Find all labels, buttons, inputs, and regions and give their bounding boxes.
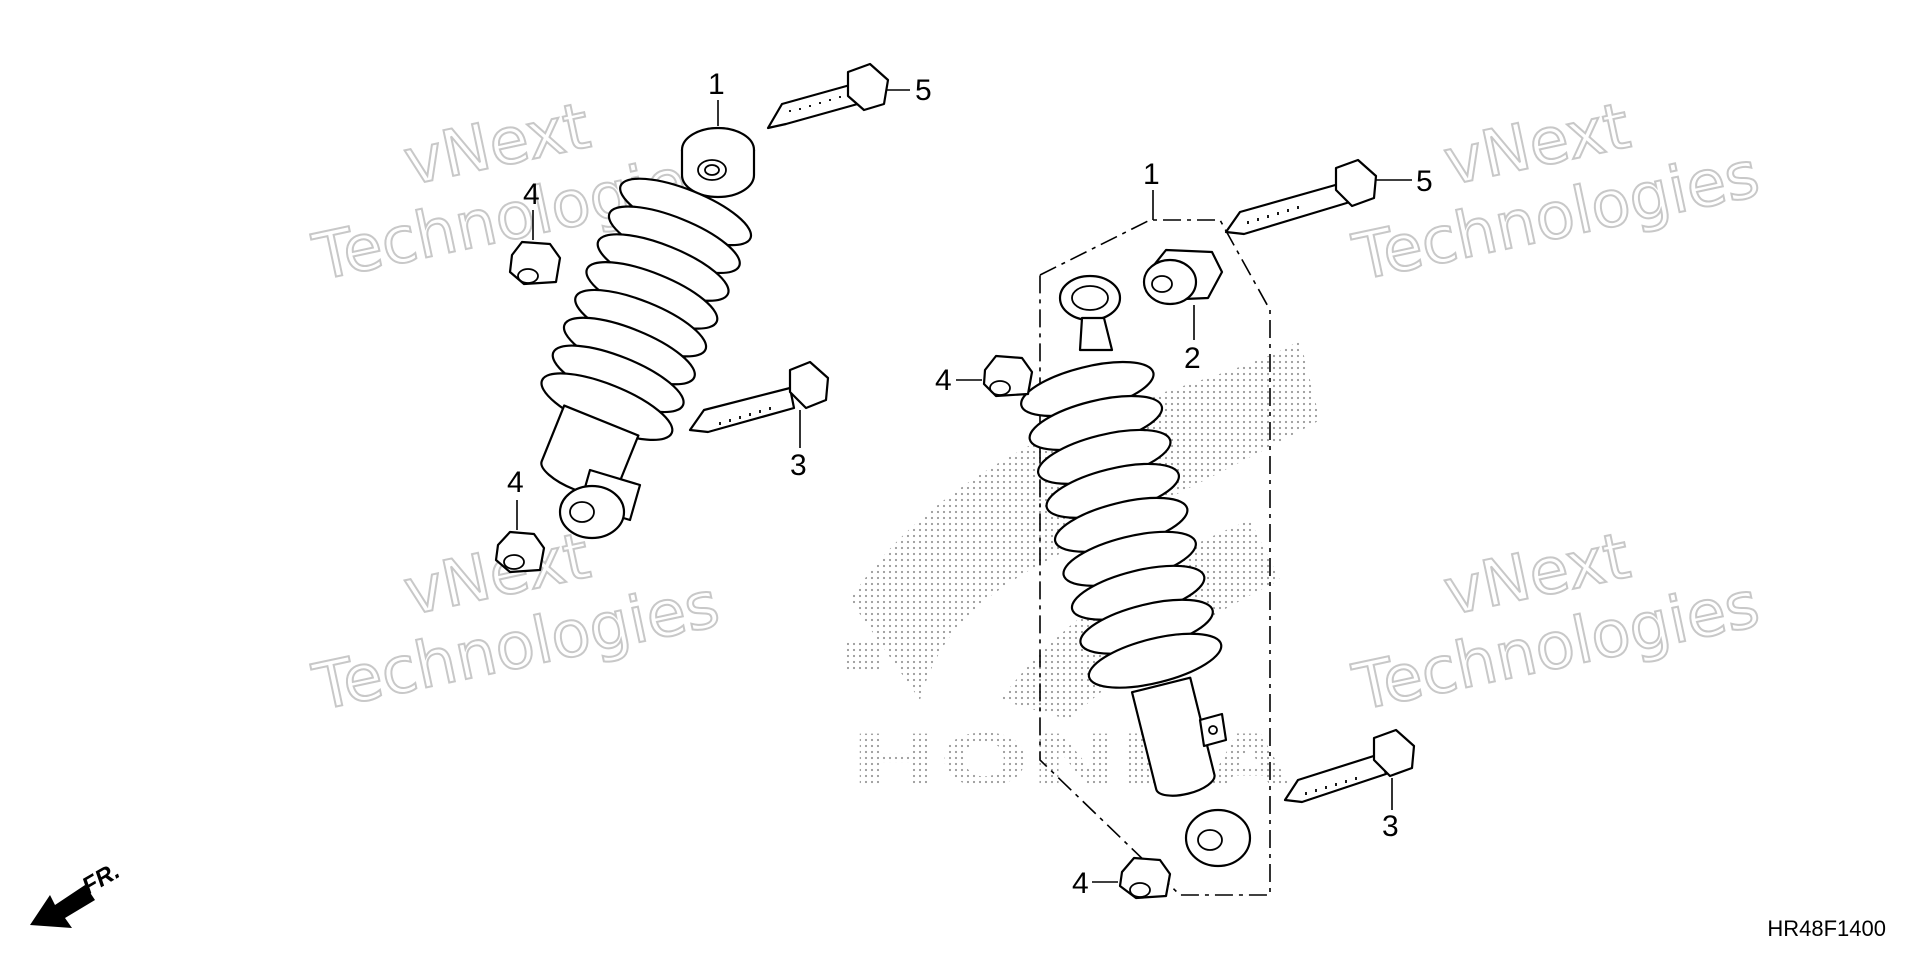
left-upper-nut[interactable]	[508, 240, 562, 286]
callout-left-bolt-upper: 5	[915, 74, 932, 107]
callout-left-shock: 1	[708, 68, 725, 101]
right-bushing[interactable]	[1142, 248, 1224, 306]
right-lower-bolt[interactable]	[1283, 728, 1416, 804]
left-shock-absorber[interactable]	[509, 126, 759, 540]
diagram-code: HR48F1400	[1767, 916, 1886, 941]
left-lower-nut[interactable]	[494, 530, 546, 574]
callout-right-nut-lower: 4	[1072, 867, 1089, 900]
callout-right-bolt-lower: 3	[1382, 810, 1399, 843]
left-upper-bolt[interactable]	[766, 62, 890, 130]
callout-right-bolt-upper: 5	[1416, 165, 1433, 198]
right-upper-nut[interactable]	[982, 354, 1034, 398]
callout-right-shock: 1	[1143, 158, 1160, 191]
left-lower-bolt[interactable]	[688, 360, 830, 434]
right-upper-bolt[interactable]	[1224, 158, 1378, 236]
right-shock-absorber[interactable]	[1016, 274, 1254, 868]
callout-right-bushing: 2	[1184, 342, 1201, 375]
right-lower-nut[interactable]	[1118, 856, 1172, 900]
callout-left-nut-upper: 4	[523, 178, 540, 211]
front-direction-arrow-icon: FR.	[30, 857, 124, 928]
callout-left-nut-lower: 4	[507, 466, 524, 499]
assembly-boundary	[1039, 219, 1271, 896]
callout-right-nut-upper: 4	[935, 364, 952, 397]
callout-left-bolt-lower: 3	[790, 449, 807, 482]
